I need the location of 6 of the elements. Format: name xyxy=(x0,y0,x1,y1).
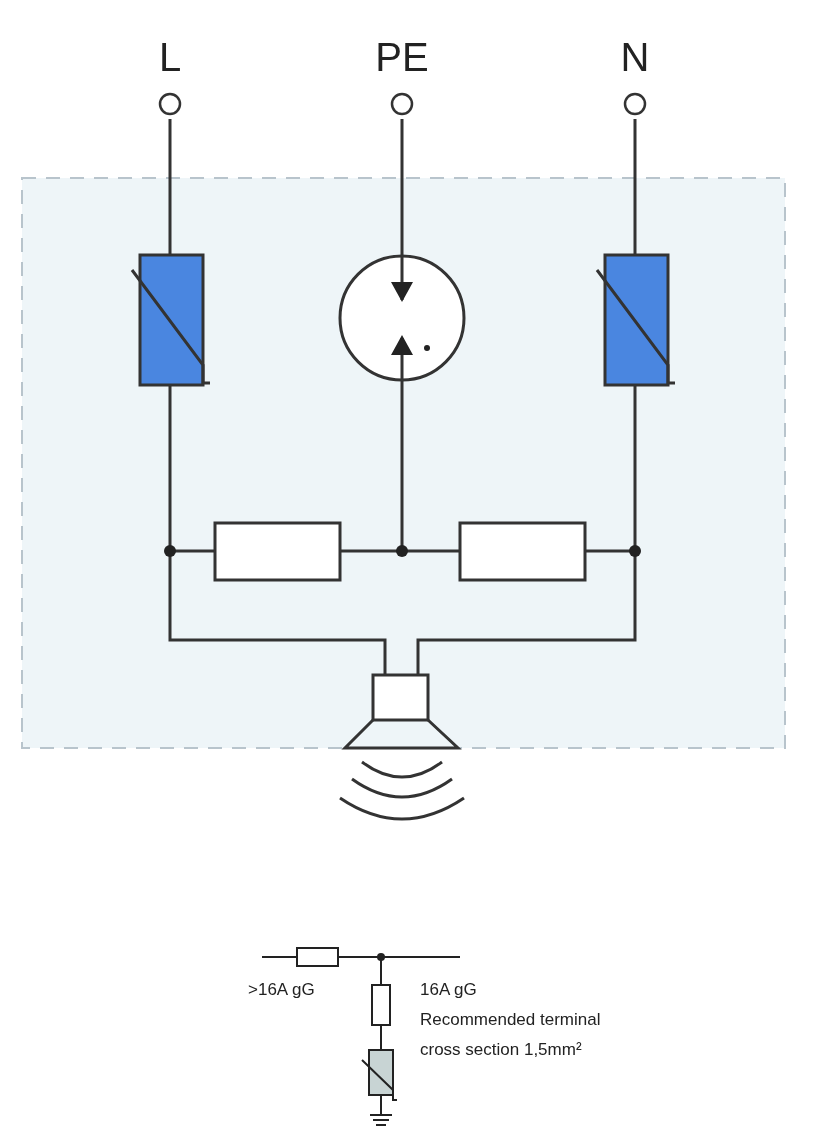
terminal-label: L xyxy=(157,35,183,79)
terminal-label: PE xyxy=(374,35,430,79)
fuse-rating-label: 16A gG xyxy=(420,979,478,1001)
terminal-label: N xyxy=(619,35,651,79)
note-text: Recommended terminal cross section 1,5mm² xyxy=(420,1009,602,1061)
fuse-rating-label: >16A gG xyxy=(248,979,316,1001)
